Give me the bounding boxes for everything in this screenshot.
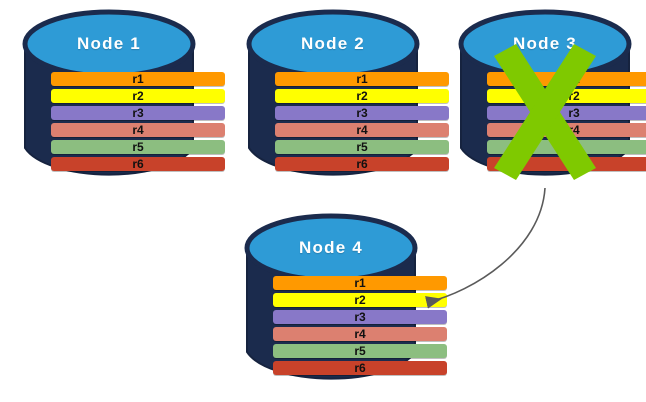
row-r6: r6 bbox=[275, 157, 449, 171]
node-1[interactable]: Node 1 r1 r2 r3 r4 r5 r6 bbox=[22, 8, 225, 184]
row-r5: r5 bbox=[51, 140, 225, 154]
node-4-rows: r1 r2 r3 r4 r5 r6 bbox=[244, 276, 476, 375]
row-r3: r3 bbox=[275, 106, 449, 120]
row-r4: r4 bbox=[51, 123, 225, 137]
failover-arrow-path bbox=[425, 187, 546, 309]
row-r3: r3 bbox=[51, 106, 225, 120]
row-r5: r5 bbox=[275, 140, 449, 154]
row-r6: r6 bbox=[51, 157, 225, 171]
node-1-rows: r1 r2 r3 r4 r5 r6 bbox=[22, 72, 254, 171]
row-r3: r3 bbox=[273, 310, 447, 324]
node-2-rows: r1 r2 r3 r4 r5 r6 bbox=[246, 72, 478, 171]
row-r1: r1 bbox=[275, 72, 449, 86]
row-r2: r2 bbox=[273, 293, 447, 307]
row-r5: r5 bbox=[273, 344, 447, 358]
row-r2: r2 bbox=[51, 89, 225, 103]
node-4[interactable]: Node 4 r1 r2 r3 r4 r5 r6 bbox=[244, 212, 447, 388]
row-r4: r4 bbox=[275, 123, 449, 137]
row-r2: r2 bbox=[275, 89, 449, 103]
row-r6: r6 bbox=[273, 361, 447, 375]
node-2[interactable]: Node 2 r1 r2 r3 r4 r5 r6 bbox=[246, 8, 449, 184]
row-r4: r4 bbox=[273, 327, 447, 341]
row-r1: r1 bbox=[51, 72, 225, 86]
row-r1: r1 bbox=[273, 276, 447, 290]
